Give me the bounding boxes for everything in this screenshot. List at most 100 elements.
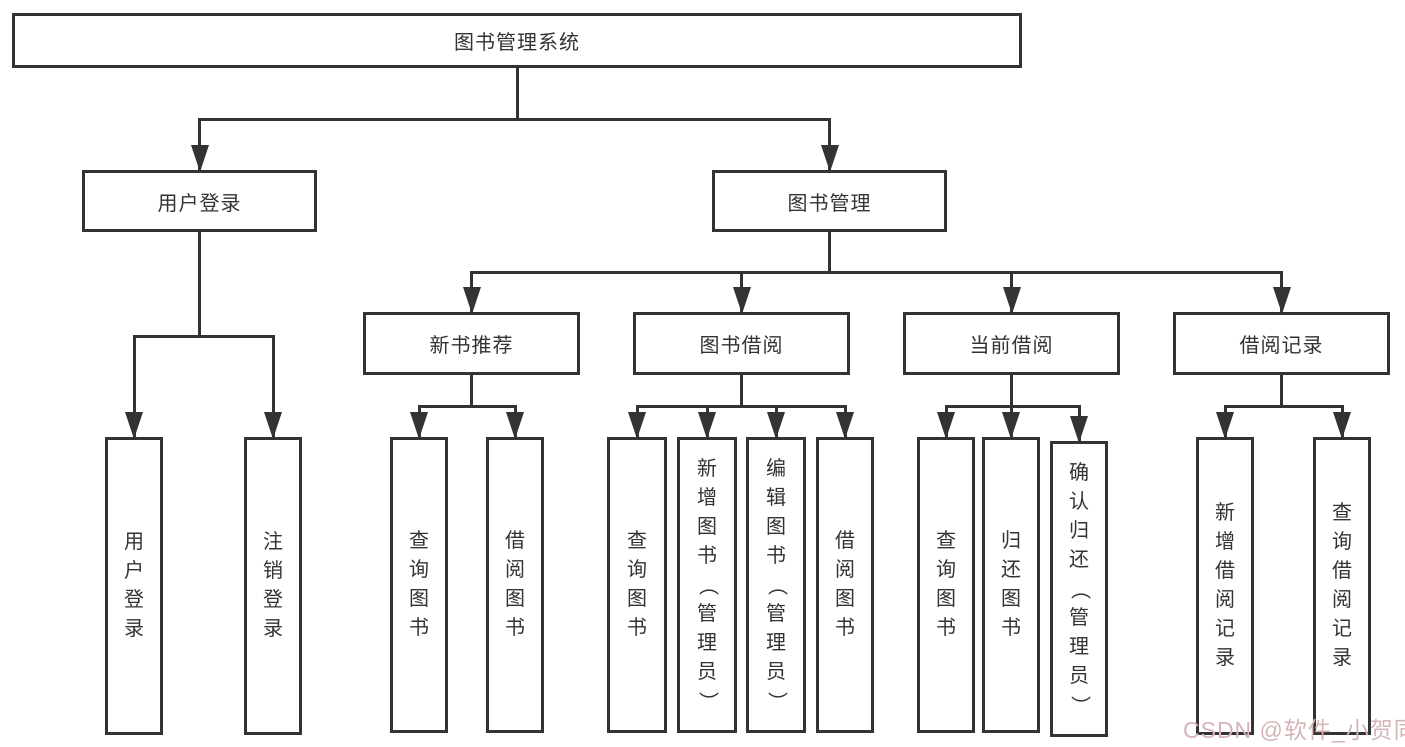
vertical-label-char: 增 bbox=[697, 486, 717, 509]
vertical-label-char: （ bbox=[1068, 579, 1091, 599]
vertical-label-char: 编 bbox=[766, 457, 786, 480]
connector-rail-borrow-record bbox=[1223, 405, 1344, 408]
vertical-label-char: 归 bbox=[1069, 519, 1089, 542]
vertical-label-char: 书 bbox=[766, 544, 786, 567]
connector-rail-root-system bbox=[198, 118, 831, 121]
vertical-label-char: 查 bbox=[1332, 502, 1352, 524]
vertical-label-char: 书 bbox=[697, 544, 717, 567]
connector-rail-user-login-group bbox=[132, 335, 275, 338]
vertical-label-char: （ bbox=[696, 575, 719, 595]
node-leaf-confirm-return-admin: 确认归还（管理员） bbox=[1050, 441, 1108, 737]
node-leaf-query-book-2: 查询图书 bbox=[607, 437, 667, 733]
node-book-management-group: 图书管理 bbox=[712, 170, 947, 232]
connector-stem-borrow-record bbox=[1280, 375, 1283, 408]
node-leaf-add-book-admin: 新增图书（管理员） bbox=[677, 437, 737, 733]
arrowhead-to-leaf-return-book bbox=[1002, 412, 1020, 439]
vertical-label-char: 图 bbox=[766, 515, 786, 538]
node-leaf-edit-book-admin: 编辑图书（管理员） bbox=[746, 437, 806, 733]
vertical-label-char: 录 bbox=[124, 618, 144, 640]
node-label: 当前借阅 bbox=[969, 335, 1054, 357]
node-leaf-query-borrow-record: 查询借阅记录 bbox=[1313, 437, 1371, 735]
vertical-label-char: 认 bbox=[1069, 490, 1089, 513]
vertical-label-char: 录 bbox=[263, 618, 283, 640]
vertical-label-char: 阅 bbox=[1332, 589, 1352, 611]
connector-rail-new-book-recommend bbox=[417, 405, 517, 408]
vertical-label-char: 还 bbox=[1069, 548, 1089, 571]
vertical-label-char: 图 bbox=[835, 588, 855, 610]
node-leaf-query-book-3: 查询图书 bbox=[917, 437, 975, 733]
connector-stem-book-borrow bbox=[740, 375, 743, 408]
vertical-label-char: 借 bbox=[835, 530, 855, 552]
arrowhead-to-leaf-query-book-2 bbox=[628, 412, 646, 439]
vertical-label-char: 图 bbox=[627, 588, 647, 610]
arrowhead-to-new-book-recommend bbox=[462, 287, 481, 314]
vertical-label-char: 归 bbox=[1001, 530, 1021, 552]
arrowhead-to-leaf-query-book-1 bbox=[410, 412, 428, 439]
vertical-label-char: 销 bbox=[263, 560, 283, 582]
vertical-label-char: 记 bbox=[1215, 618, 1235, 640]
vertical-label-char: 图 bbox=[409, 588, 429, 610]
connector-stem-to-leaf-logout bbox=[271, 335, 275, 437]
connector-stem-current-borrow bbox=[1010, 375, 1013, 408]
connector-stem-new-book-recommend bbox=[470, 375, 473, 408]
arrowhead-to-leaf-add-book-admin bbox=[698, 412, 716, 439]
node-label: 图书管理 bbox=[787, 192, 872, 215]
vertical-label-char: 查 bbox=[936, 530, 956, 552]
node-current-borrow: 当前借阅 bbox=[903, 312, 1120, 375]
vertical-label-char: 书 bbox=[1001, 617, 1021, 639]
vertical-label-char: 图 bbox=[1001, 588, 1021, 610]
arrowhead-to-leaf-borrow-book-2 bbox=[836, 412, 854, 439]
node-leaf-borrow-book-1: 借阅图书 bbox=[486, 437, 544, 733]
vertical-label-char: 理 bbox=[697, 631, 717, 654]
arrowhead-to-leaf-add-borrow-record bbox=[1216, 412, 1234, 439]
vertical-label-char: 图 bbox=[505, 588, 525, 610]
vertical-label-char: 登 bbox=[124, 589, 144, 611]
vertical-label-char: 书 bbox=[505, 617, 525, 639]
node-leaf-user-login: 用户登录 bbox=[105, 437, 163, 735]
node-label: 图书管理系统 bbox=[454, 32, 580, 54]
vertical-label-char: 新 bbox=[697, 457, 717, 480]
vertical-label-char: 员 bbox=[1069, 664, 1089, 687]
connector-stem-root-system bbox=[515, 68, 519, 121]
connector-stem-to-book-management-group bbox=[828, 118, 831, 170]
vertical-label-char: ） bbox=[765, 691, 788, 711]
vertical-label-char: 借 bbox=[1215, 560, 1235, 582]
arrowhead-to-book-borrow bbox=[732, 287, 751, 314]
vertical-label-char: ） bbox=[696, 691, 719, 711]
vertical-label-char: 询 bbox=[936, 559, 956, 581]
node-new-book-recommend: 新书推荐 bbox=[363, 312, 580, 375]
arrowhead-to-leaf-user-login bbox=[125, 412, 143, 439]
vertical-label-char: 管 bbox=[766, 602, 786, 625]
node-label: 新书推荐 bbox=[429, 335, 514, 357]
node-label: 用户登录 bbox=[157, 192, 242, 215]
vertical-label-char: 登 bbox=[263, 589, 283, 611]
vertical-label-char: 书 bbox=[627, 617, 647, 639]
vertical-label-char: 管 bbox=[1069, 606, 1089, 629]
arrowhead-to-leaf-borrow-book-1 bbox=[506, 412, 524, 439]
node-book-borrow: 图书借阅 bbox=[633, 312, 850, 375]
vertical-label-char: 书 bbox=[835, 617, 855, 639]
vertical-label-char: 注 bbox=[263, 531, 283, 553]
vertical-label-char: 增 bbox=[1215, 531, 1235, 553]
vertical-label-char: 理 bbox=[766, 631, 786, 654]
vertical-label-char: 借 bbox=[1332, 560, 1352, 582]
arrowhead-to-borrow-record bbox=[1272, 287, 1291, 314]
vertical-label-char: 员 bbox=[697, 660, 717, 683]
vertical-label-char: 查 bbox=[627, 530, 647, 552]
arrowhead-to-leaf-confirm-return-admin bbox=[1070, 416, 1088, 443]
vertical-label-char: （ bbox=[765, 575, 788, 595]
node-user-login-group: 用户登录 bbox=[82, 170, 317, 232]
arrowhead-to-leaf-query-book-3 bbox=[937, 412, 955, 439]
connector-stem-user-login-group bbox=[198, 232, 201, 338]
node-leaf-add-borrow-record: 新增借阅记录 bbox=[1196, 437, 1254, 735]
connector-rail-book-borrow bbox=[635, 405, 847, 408]
arrowhead-to-leaf-edit-book-admin bbox=[767, 412, 785, 439]
connector-rail-book-management-group bbox=[470, 271, 1283, 274]
arrowhead-to-book-management-group bbox=[820, 145, 839, 172]
node-leaf-borrow-book-2: 借阅图书 bbox=[816, 437, 874, 733]
vertical-label-char: 书 bbox=[936, 617, 956, 639]
vertical-label-char: 辑 bbox=[766, 486, 786, 509]
connector-rail-current-borrow bbox=[944, 405, 1081, 408]
vertical-label-char: 管 bbox=[697, 602, 717, 625]
